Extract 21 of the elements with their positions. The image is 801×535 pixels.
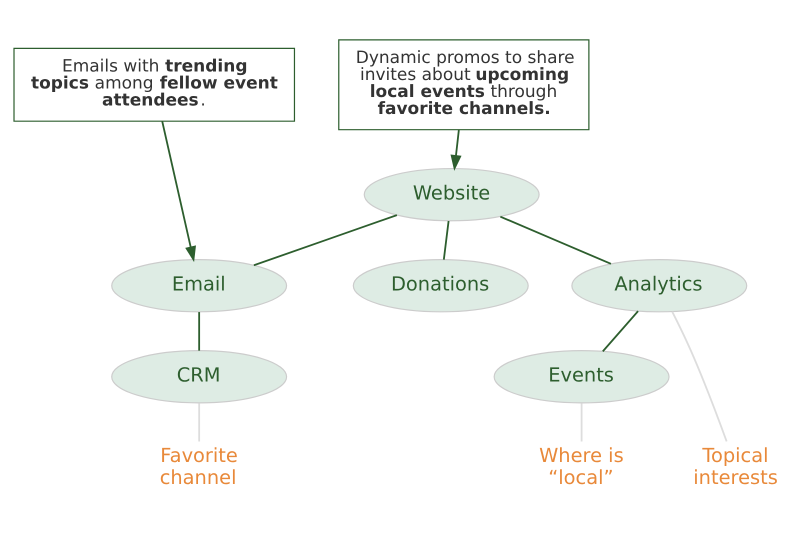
connector — [500, 216, 611, 265]
node-text: Topical interests — [692, 444, 778, 489]
arrow — [160, 121, 196, 262]
connector — [198, 403, 200, 442]
connector — [670, 311, 727, 442]
connector — [602, 310, 638, 352]
connector — [442, 220, 449, 260]
connector — [198, 312, 200, 351]
node-box: Dynamic promos to share invites about upcoming local events through favorite channels. — [338, 39, 589, 130]
node-ellipse: Website — [363, 168, 540, 222]
node-ellipse: Events — [493, 350, 670, 404]
connector — [580, 403, 582, 442]
node-text: Where is “local” — [538, 444, 624, 489]
connector — [253, 214, 397, 266]
node-ellipse: CRM — [110, 350, 287, 404]
node-text: Favorite channel — [159, 444, 238, 489]
node-ellipse: Donations — [352, 259, 528, 312]
node-ellipse: Email — [110, 259, 287, 312]
arrow — [450, 130, 462, 171]
node-box: Emails with trending topics among fellow event attendees. — [12, 48, 295, 122]
node-ellipse: Analytics — [570, 259, 747, 312]
